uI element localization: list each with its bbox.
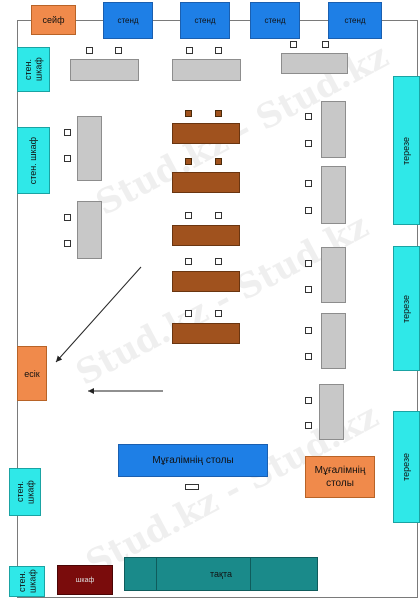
chair bbox=[215, 212, 222, 219]
small-cabinet: шкаф bbox=[57, 565, 113, 595]
chair bbox=[305, 397, 312, 404]
desk-right-4 bbox=[321, 313, 346, 369]
desk-center-1 bbox=[172, 123, 240, 144]
desk-center-4 bbox=[172, 271, 240, 292]
chair bbox=[64, 155, 71, 162]
chair bbox=[305, 260, 312, 267]
stand-1: стенд bbox=[103, 2, 153, 39]
wall-cabinet-2: стен. шкаф bbox=[17, 127, 50, 194]
wall-cabinet-1: стен. шкаф bbox=[17, 47, 50, 92]
window-2: терезе bbox=[393, 246, 420, 371]
desk-right-2 bbox=[321, 166, 346, 224]
chair bbox=[64, 240, 71, 247]
chair bbox=[86, 47, 93, 54]
desk-left-1 bbox=[77, 116, 102, 181]
desk-center-2 bbox=[172, 172, 240, 193]
desk-center-5 bbox=[172, 323, 240, 344]
chair bbox=[305, 353, 312, 360]
wall-cabinet-3: стен. шкаф bbox=[9, 468, 41, 516]
entry-arrow-diagonal bbox=[55, 266, 142, 363]
chair bbox=[215, 158, 222, 165]
chair bbox=[185, 110, 192, 117]
chair bbox=[185, 310, 192, 317]
board-label: тақта bbox=[210, 569, 232, 579]
stand-4: стенд bbox=[328, 2, 382, 39]
chair bbox=[215, 310, 222, 317]
chair bbox=[305, 113, 312, 120]
wall-cabinet-4: стен. шкаф bbox=[9, 566, 45, 597]
chair bbox=[64, 129, 71, 136]
chair bbox=[64, 214, 71, 221]
chair bbox=[305, 140, 312, 147]
stand-2: стенд bbox=[180, 2, 230, 39]
desk-center-3 bbox=[172, 225, 240, 246]
desk-top-middle bbox=[172, 59, 241, 81]
desk-top-right bbox=[281, 53, 348, 74]
teacher-desk-side: Мұғалімнің столы bbox=[305, 456, 375, 498]
board: тақта bbox=[124, 557, 318, 591]
chair bbox=[290, 41, 297, 48]
chair bbox=[185, 212, 192, 219]
desk-left-2 bbox=[77, 201, 102, 259]
chair bbox=[305, 180, 312, 187]
chair bbox=[305, 286, 312, 293]
chair bbox=[305, 327, 312, 334]
door: есік bbox=[17, 346, 47, 401]
chair bbox=[215, 47, 222, 54]
chair bbox=[186, 47, 193, 54]
chair bbox=[185, 258, 192, 265]
teacher-desk-main: Мұғалімнің столы bbox=[118, 444, 268, 477]
chair bbox=[215, 258, 222, 265]
safe: сейф bbox=[31, 5, 76, 35]
chair bbox=[185, 158, 192, 165]
chair bbox=[305, 207, 312, 214]
desk-top-left bbox=[70, 59, 139, 81]
teacher-chair bbox=[185, 484, 199, 490]
board-divider bbox=[156, 558, 157, 590]
chair bbox=[115, 47, 122, 54]
stand-3: стенд bbox=[250, 2, 300, 39]
desk-right-1 bbox=[321, 101, 346, 158]
desk-right-3 bbox=[321, 247, 346, 303]
board-divider bbox=[250, 558, 251, 590]
chair bbox=[322, 41, 329, 48]
desk-right-5 bbox=[319, 384, 344, 440]
chair bbox=[215, 110, 222, 117]
chair bbox=[305, 422, 312, 429]
